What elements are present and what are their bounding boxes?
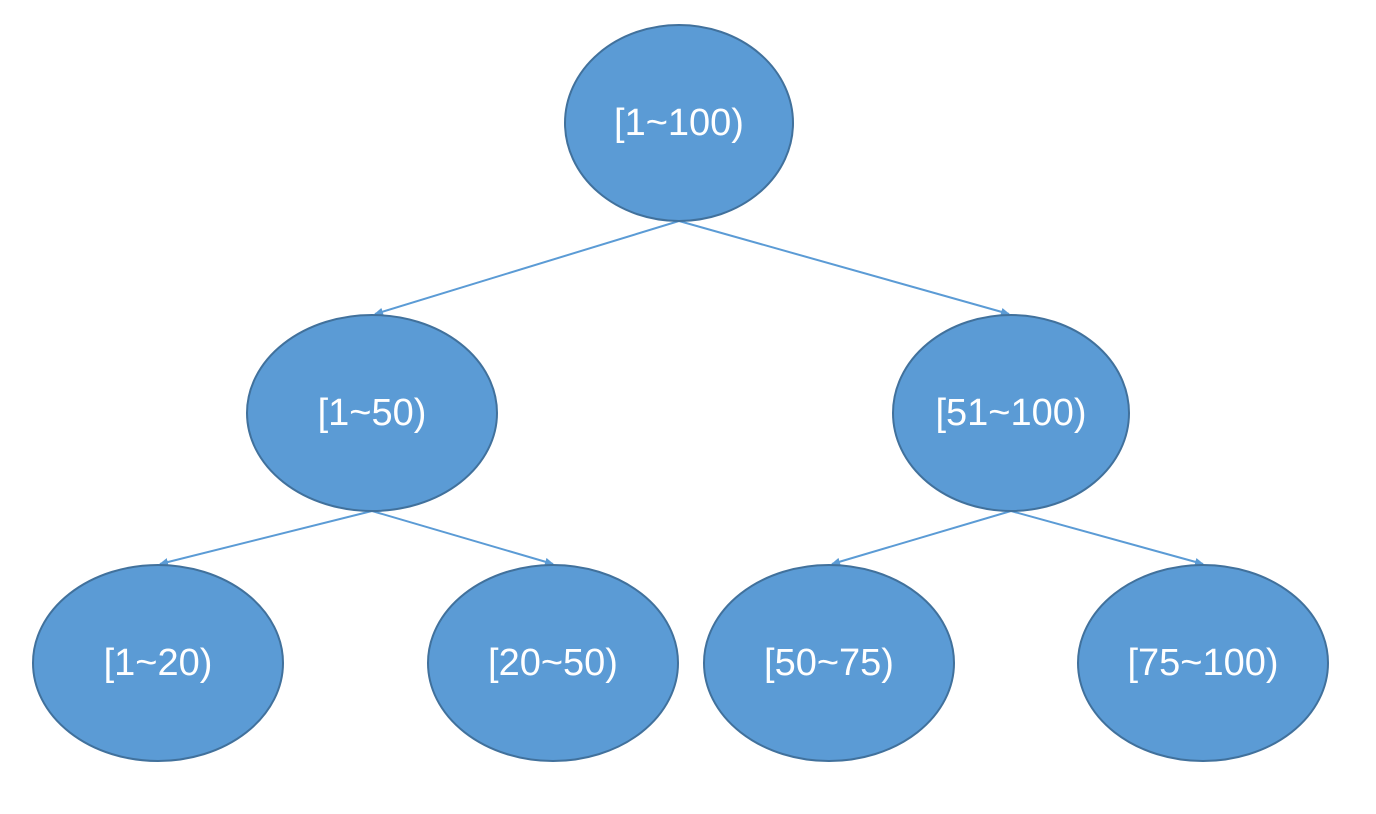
edge-left-to-left-left — [159, 510, 373, 566]
node-label-left: [1~50) — [318, 392, 427, 434]
node-ellipse — [32, 564, 284, 762]
tree-node-left-right: [20~50) — [427, 564, 679, 762]
node-label-left-left: [1~20) — [104, 642, 213, 684]
tree-node-right-right: [75~100) — [1077, 564, 1329, 762]
edge-root-to-right — [678, 220, 1010, 316]
node-label-right-left: [50~75) — [764, 642, 894, 684]
edge-left-to-left-right — [371, 510, 554, 566]
tree-node-root: [1~100) — [564, 24, 794, 222]
node-ellipse — [427, 564, 679, 762]
node-ellipse — [703, 564, 955, 762]
tree-node-left: [1~50) — [246, 314, 498, 512]
nodes-layer: [1~100) [1~50) [51~100) [1~20) [20~50) [… — [32, 24, 1329, 762]
edges-layer — [159, 220, 1204, 566]
edge-right-to-right-right — [1010, 510, 1204, 566]
node-label-right-right: [75~100) — [1127, 642, 1278, 684]
tree-node-right-left: [50~75) — [703, 564, 955, 762]
node-ellipse — [564, 24, 794, 222]
node-ellipse — [892, 314, 1130, 512]
node-label-root: [1~100) — [614, 102, 744, 144]
node-ellipse — [1077, 564, 1329, 762]
tree-node-right: [51~100) — [892, 314, 1130, 512]
tree-node-left-left: [1~20) — [32, 564, 284, 762]
edge-right-to-right-left — [831, 510, 1012, 566]
node-label-right: [51~100) — [935, 392, 1086, 434]
node-ellipse — [246, 314, 498, 512]
node-label-left-right: [20~50) — [488, 642, 618, 684]
edge-root-to-left — [374, 220, 680, 316]
